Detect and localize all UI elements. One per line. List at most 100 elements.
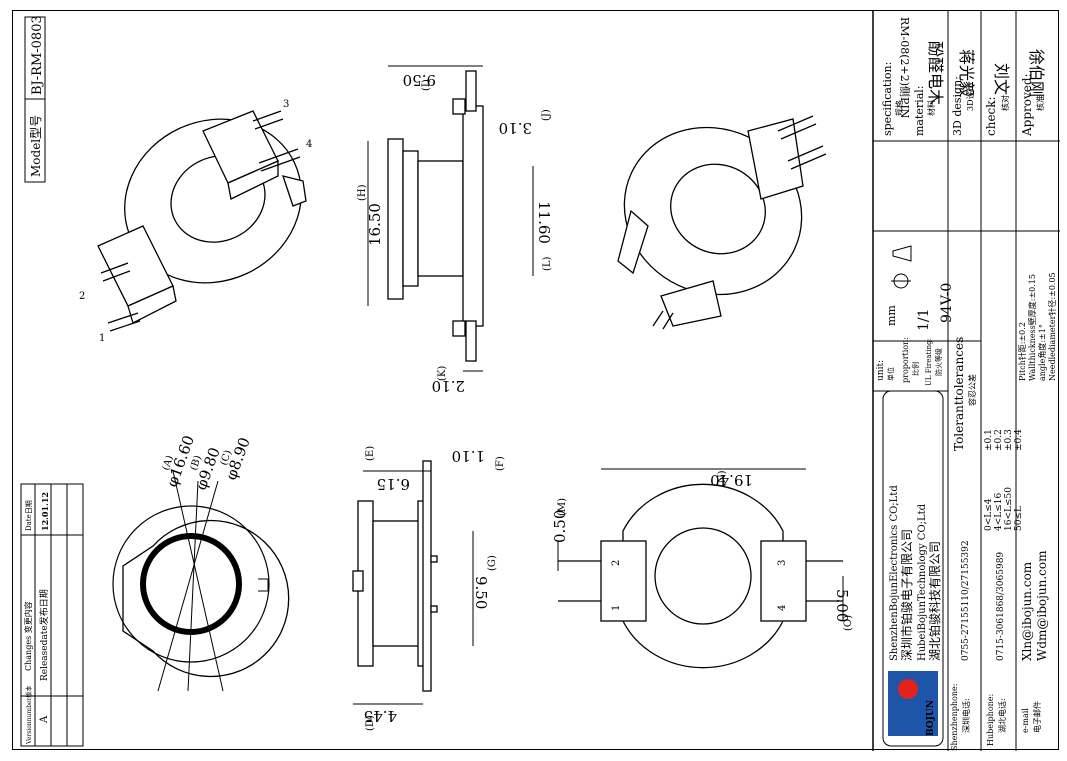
approved-label: Approved: [1020,73,1034,137]
hb-phone: 0715-3061868/3065989 [996,552,1006,661]
design-label: 3D design: [951,76,964,136]
dim-o-label: (O) [843,615,854,631]
sz-phone: 0755-27155110/27155392 [961,540,971,661]
email-2: Wdm@ibojun.com [1035,550,1049,661]
isometric-view-right [617,115,827,330]
material-cn: 材料 [926,100,936,116]
drawing-canvas: Model型号 BJ-RM-0803 Versionnumber版本 Chang… [20,11,1060,751]
ul-label: UL Fireating: [925,338,933,386]
ul-cn: 防火等级 [934,348,943,376]
pin-3-label: 3 [777,560,788,566]
material-label: material: [913,86,926,136]
hb-phone-label: Hubeiphone: [986,694,995,746]
dim-j-label: (J) [541,109,552,121]
unit-cn: 单位 [886,367,895,381]
email-label: e-mail [1021,708,1030,733]
col-date: Date日期 [25,500,33,531]
dim-a-label: (A) [160,454,176,472]
dim-l-label: (L) [542,256,553,271]
dim-o-value: 5.00 [833,589,851,622]
dim-n-label: (N) [717,470,728,487]
dim-i-label: (I) [421,79,432,91]
row-version: A [39,715,50,724]
dim-g-value: 9.50 [472,576,490,609]
pin-2-label: 2 [611,560,622,566]
dim-b-label: (B) [188,454,204,472]
tol-cn: 容忍公差 [967,374,977,406]
isometric-view-left: 3 4 2 1 [79,99,312,344]
unit-label: unit: [876,360,886,381]
dim-d-value: 4.45 [364,707,397,725]
unit-value: mm [885,305,898,326]
bottom-view: 19.40 (N) 0.50 (M) 5.00 (O) 1 2 3 4 [551,468,854,669]
dim-k-value: 2.10 [432,377,465,395]
approved-cn: 核准 [1035,95,1045,111]
side-view-upper: 9.50 (I) 3.10 (J) 16.50 (H) 11.60 (L) 2.… [357,65,553,395]
col-content: Changes 变更内容 [23,601,33,671]
tol-value-4: ±0.4 [1014,429,1024,451]
iso-pin-3: 3 [283,99,289,110]
company-line-1: ShenzhenBojunElectronics CO;Ltd [889,485,900,661]
email-cn: 电子邮件 [1032,701,1042,733]
model-box: Model型号 BJ-RM-0803 [24,15,46,183]
dim-g-label: (G) [487,555,498,571]
company-line-2: 深圳市铂骏电子有限公司 [899,529,914,661]
dim-n-value: 19.40 [710,471,753,489]
proportion-cn: 比例 [911,362,920,376]
hb-phone-cn: 湖北电话: [997,698,1007,733]
row-date: 12.01.12 [40,492,50,531]
spec-value: RM-08(2+2)侧PIN [898,17,911,119]
model-label: Model型号 [29,115,43,177]
tol-range-2: 4<L≤16 [994,492,1004,531]
spec-label: specification: [881,62,894,136]
row-content: Releasedate发布日期 [38,589,50,681]
tol-range-3: 16<L≤50 [1004,487,1014,531]
dim-e-value: 6.15 [377,475,410,493]
dim-f-label: (F) [495,456,506,471]
tol-value-1: ±0.1 [984,429,994,451]
check-value: 刘文 [992,63,1011,95]
tol-range-1: 0<L≤4 [984,498,994,531]
dim-m-value: 0.50 [551,510,569,543]
model-value: BJ-RM-0803 [30,15,45,95]
company-line-4: 湖北铂骏科技有限公司 [927,541,942,661]
dim-i-value: 9.50 [403,71,436,89]
title-block: specification: 规格 RM-08(2+2)侧PIN materia… [872,11,1060,751]
tol-title: Toleranttolerances [952,337,966,451]
tol-value-2: ±0.2 [994,429,1004,451]
dim-e-label: (E) [365,446,376,461]
check-label: check: [984,96,998,136]
dim-f-value: 1.10 [452,447,485,465]
tol-value-3: ±0.3 [1004,429,1014,451]
dim-h-value: 16.50 [366,203,384,246]
dim-d-label: (D) [365,715,376,731]
dim-l-value: 11.60 [535,201,553,244]
changes-table: Versionnumber版本 Changes 变更内容 Date日期 A Re… [20,483,84,747]
side-view-lower: 6.15 (E) 1.10 (F) 9.50 (G) 4.45 (D) [352,446,506,731]
dim-k-label: (K) [437,366,448,381]
iso-pin-2: 2 [79,291,85,302]
sz-phone-label: Shenzhenphone: [950,684,959,751]
tol-note-1: Pitch针距:±0.2 [1017,322,1027,381]
dim-j-value: 3.10 [499,119,532,137]
proportion-label: proportion: [901,337,910,383]
spec-cn: 规格 [894,100,904,116]
email-1: Xln@ibojun.com [1020,561,1034,661]
bojun-logo: BOJUN [888,671,938,736]
iso-pin-1: 1 [99,333,105,344]
approved-value: 徐伯刚 [1027,49,1046,97]
pin-1-label: 1 [611,605,622,611]
design-value: 蒋光毅 [957,49,976,97]
design-cn: 3D设计 [965,83,975,111]
proportion-value: 1/1 [916,308,932,331]
tol-range-4: 50≤L [1014,506,1024,531]
logo-text: BOJUN [926,700,936,736]
check-cn: 核对 [1000,95,1010,111]
tol-note-2: Wallthickness壁厚度:±0.15 [1027,274,1037,381]
iso-pin-4: 4 [306,139,312,150]
dim-c-label: (C) [218,449,234,467]
dim-h-label: (H) [357,184,368,201]
material-value: 酚醛电木 [926,41,945,105]
drawing-sheet: Model型号 BJ-RM-0803 Versionnumber版本 Chang… [12,10,1060,751]
ul-value: 94V-0 [939,283,955,323]
